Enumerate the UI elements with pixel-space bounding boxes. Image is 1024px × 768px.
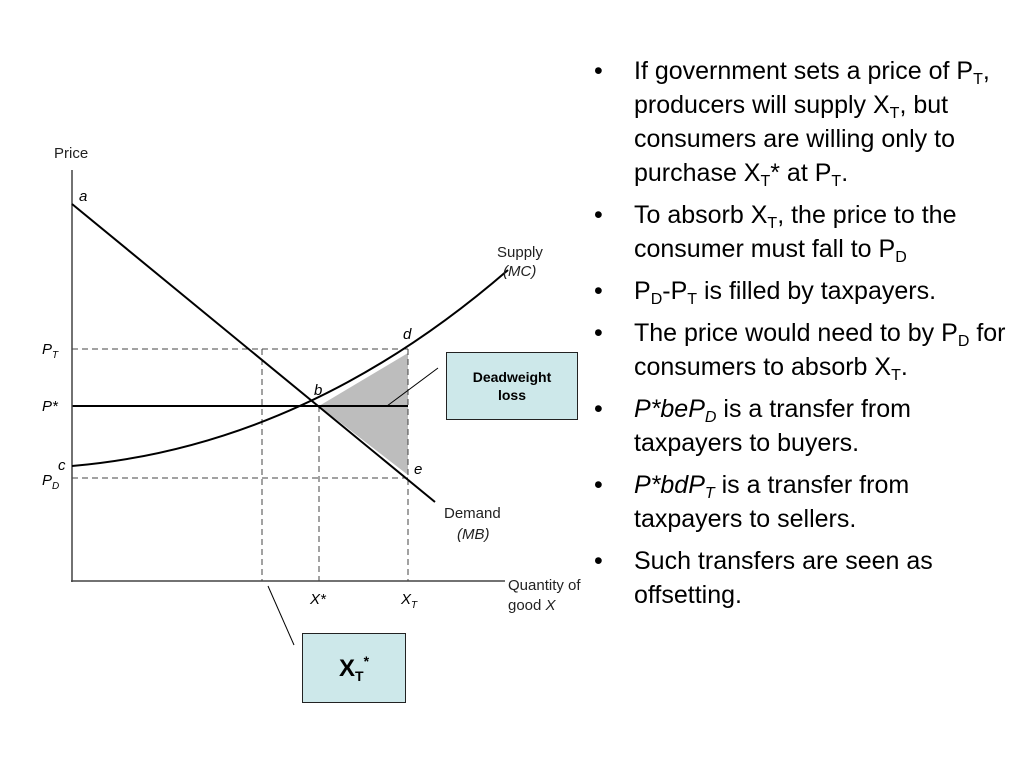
bullet-item: •P*bdPT is a transfer from taxpayers to … — [594, 471, 910, 533]
bullet-item: •To absorb XT, the price to the consumer… — [594, 201, 957, 266]
point-e-label: e — [414, 461, 422, 478]
xt-star-leader-line — [267, 585, 295, 646]
demand-mb-label: (MB) — [457, 526, 490, 543]
x-axis-title-line2: good X — [508, 597, 557, 614]
bullet-item: •If government sets a price of PT, produ… — [594, 57, 990, 190]
point-c-label: c — [58, 457, 66, 474]
demand-curve — [71, 203, 436, 503]
supply-mc-label: (MC) — [503, 263, 536, 280]
deadweight-callout-line2: loss — [497, 387, 526, 403]
deadweight-loss-area — [319, 353, 408, 475]
pt-tick-label: PT — [42, 341, 59, 361]
xt-star-callout: XT* — [302, 633, 406, 703]
bullet-item: •PD-PT is filled by taxpayers. — [594, 277, 937, 308]
bullet-item: •Such transfers are seen as offsetting. — [594, 547, 933, 609]
pstar-tick-label: P* — [42, 398, 59, 415]
point-a-label: a — [79, 188, 87, 205]
deadweight-loss-callout: Deadweight loss — [446, 352, 578, 420]
supply-label: Supply — [497, 244, 543, 261]
xt-tick-label: XT — [400, 591, 418, 611]
deadweight-callout-line1: Deadweight — [472, 369, 552, 385]
y-axis-title: Price — [54, 145, 88, 162]
pd-tick-label: PD — [42, 472, 59, 492]
deadweight-leader-line — [386, 367, 439, 407]
x-axis-title-line1: Quantity of — [508, 577, 581, 594]
supply-curve — [71, 269, 509, 467]
bullet-item: •P*bePD is a transfer from taxpayers to … — [594, 395, 911, 457]
market-diagram: Price Quantity of good X Supply (MC) Dem… — [42, 145, 581, 646]
point-d-label: d — [403, 326, 412, 343]
xstar-tick-label: X* — [309, 591, 327, 608]
demand-label: Demand — [444, 505, 501, 522]
point-b-label: b — [314, 382, 322, 399]
xt-star-callout-text: XT* — [338, 652, 370, 684]
explanation-bullets: •If government sets a price of PT, produ… — [590, 54, 1015, 620]
bullet-item: •The price would need to by PD for consu… — [594, 319, 1006, 384]
